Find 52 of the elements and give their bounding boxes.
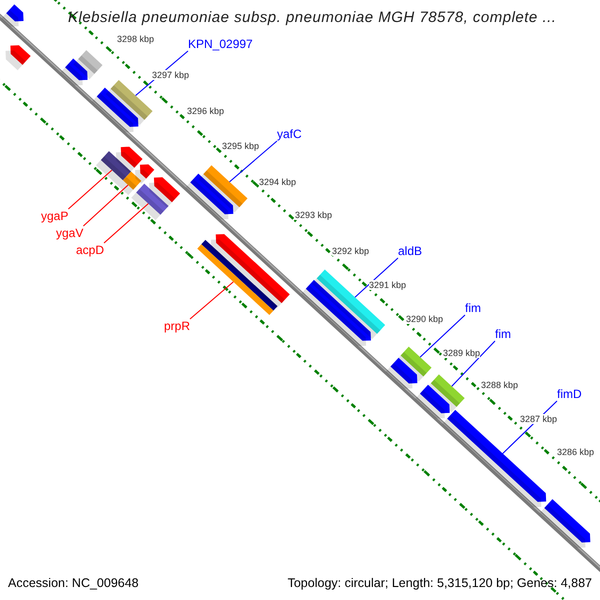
gene-block <box>106 80 153 126</box>
scale-label: 3297 kbp <box>152 70 190 80</box>
gene-bar <box>300 280 371 346</box>
gene-bar <box>210 234 290 308</box>
scale-label: 3290 kbp <box>406 314 444 324</box>
gene-label: fim <box>495 327 511 341</box>
scale-label: 3296 kbp <box>187 106 224 116</box>
leader-line <box>229 140 278 182</box>
gene-label: yafC <box>277 127 302 141</box>
gene-bar <box>386 358 418 389</box>
gene-label: KPN_02997 <box>188 37 253 51</box>
scale-label: 3286 kbp <box>557 447 594 457</box>
title: Klebsiella pneumoniae subsp. pneumoniae MGH 78578, complete ... <box>68 8 556 28</box>
scale-label: 3293 kbp <box>295 210 332 220</box>
gene-label: fim <box>465 301 481 315</box>
leader-line <box>420 314 466 358</box>
gene-block <box>198 165 248 213</box>
gene-bar <box>116 146 143 174</box>
leader-line <box>82 184 129 226</box>
gene-label: fimD <box>557 387 582 401</box>
scale-label: 3292 kbp <box>332 246 370 256</box>
gene-bar <box>415 384 450 419</box>
gene-label: aldB <box>398 244 422 258</box>
gene-block <box>73 50 102 80</box>
scale-label: 3287 kbp <box>520 414 558 424</box>
leader-line <box>354 258 398 298</box>
footer-note: Topology: circular; Length: 5,315,120 bp; Genes: 4,887 <box>288 575 592 592</box>
gene-bar <box>6 45 31 70</box>
footer-note: Accession: NC_009648 <box>8 575 139 592</box>
scale-label: 3289 kbp <box>443 348 480 358</box>
gene-bar <box>539 499 590 548</box>
gene-label: ygaV <box>56 226 84 240</box>
gene-block <box>118 171 142 196</box>
gene-bar <box>1 4 24 27</box>
gene-bar <box>60 58 88 86</box>
gene-bar <box>92 88 138 132</box>
leader-line <box>104 203 149 244</box>
gene-bar <box>149 177 180 208</box>
gene-block <box>131 184 169 220</box>
gene-block <box>96 151 132 186</box>
gene-label: prpR <box>164 319 190 333</box>
scale-label: 3291 kbp <box>369 280 406 290</box>
gene-bar <box>135 164 154 184</box>
scale-label: 3288 kbp <box>481 380 518 390</box>
leader-line <box>68 170 112 210</box>
scale-label: 3294 kbp <box>259 177 296 187</box>
leader-line <box>451 340 496 387</box>
scale-label: 3295 kbp <box>222 141 260 151</box>
gene-bar <box>185 174 234 220</box>
scale-label: 3298 kbp <box>117 34 154 44</box>
gene-label: ygaP <box>41 209 68 223</box>
gene-label: acpD <box>76 243 104 257</box>
